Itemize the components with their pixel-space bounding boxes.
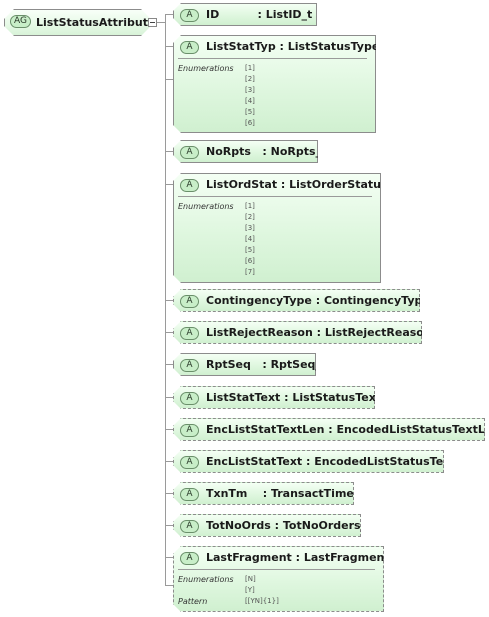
attribute-label: RptSeq : RptSeq_t (206, 358, 327, 371)
enumeration-value: [4] (245, 235, 255, 243)
attribute-badge: A (180, 392, 199, 405)
pattern-label: Pattern (178, 597, 208, 606)
enumeration-value: [2] (245, 213, 255, 221)
attribute-node[interactable]: A ListStatTyp : ListStatusType_t Enumera… (173, 35, 376, 133)
attribute-node[interactable]: A RptSeq : RptSeq_t (173, 353, 316, 376)
connector-branch (165, 461, 173, 462)
attribute-label: ListStatText : ListStatusText_t (206, 391, 392, 404)
attribute-label: NoRpts : NoRpts_t (206, 145, 327, 158)
attribute-badge: A (180, 552, 199, 565)
attribute-badge: A (180, 520, 199, 533)
enumeration-value: [Y] (245, 586, 255, 594)
attribute-node[interactable]: A LastFragment : LastFragment_t Enumerat… (173, 546, 384, 612)
enumeration-value: [3] (245, 86, 255, 94)
attribute-node[interactable]: A ListStatText : ListStatusText_t (173, 386, 375, 409)
separator (178, 569, 375, 570)
enumeration-values: [1] [2] [3] [4] [5] [6] [7] (245, 201, 255, 278)
enumeration-value: [6] (245, 257, 255, 265)
separator (178, 58, 367, 59)
attribute-node[interactable]: A ContingencyType : ContingencyType_t (173, 289, 420, 312)
attribute-label: ListRejectReason : ListRejectReason_t (206, 326, 443, 339)
separator (178, 196, 372, 197)
attribute-node[interactable]: A ListRejectReason : ListRejectReason_t (173, 321, 422, 344)
enumerations-label: Enumerations (178, 575, 234, 584)
connector-trunk (165, 14, 166, 585)
enumeration-value: [5] (245, 246, 255, 254)
connector-branch (165, 184, 173, 185)
attribute-badge: A (180, 9, 199, 22)
attribute-label: ContingencyType : ContingencyType_t (206, 294, 441, 307)
enumeration-value: [6] (245, 119, 255, 127)
attribute-badge: A (180, 424, 199, 437)
attribute-badge: A (180, 41, 199, 54)
attribute-label: ListOrdStat : ListOrderStatus_t (206, 178, 399, 191)
attribute-node[interactable]: A NoRpts : NoRpts_t (173, 140, 318, 163)
attribute-node[interactable]: A EncListStatText : EncodedListStatusTex… (173, 450, 444, 473)
enumeration-values: [1] [2] [3] [4] [5] [6] (245, 63, 255, 129)
attribute-badge: A (180, 456, 199, 469)
enumerations-label: Enumerations (178, 202, 234, 211)
connector-branch (165, 557, 173, 558)
attribute-badge: A (180, 488, 199, 501)
collapse-icon[interactable] (148, 18, 157, 27)
enumeration-value: [4] (245, 97, 255, 105)
attribute-node[interactable]: A ID : ListID_t (173, 3, 317, 26)
enumeration-value: [3] (245, 224, 255, 232)
connector-branch (165, 364, 173, 365)
enumeration-value: [5] (245, 108, 255, 116)
attribute-group-name: ListStatusAttributes (36, 16, 163, 29)
connector-branch (165, 493, 173, 494)
enumeration-value: [2] (245, 75, 255, 83)
attribute-badge: A (180, 359, 199, 372)
connector-branch (165, 525, 173, 526)
connector-branch (165, 46, 173, 47)
attribute-label: ID : ListID_t (206, 8, 313, 21)
attribute-node[interactable]: A TxnTm : TransactTime_t (173, 482, 354, 505)
attribute-node[interactable]: A ListOrdStat : ListOrderStatus_t Enumer… (173, 173, 381, 283)
connector-branch (165, 79, 173, 80)
attribute-node[interactable]: A EncListStatTextLen : EncodedListStatus… (173, 418, 485, 441)
attribute-badge: A (180, 179, 199, 192)
attribute-badge: A (180, 295, 199, 308)
enumeration-value: [1] (245, 202, 255, 210)
connector-branch (165, 14, 173, 15)
attribute-label: EncListStatText : EncodedListStatusText_… (206, 455, 467, 468)
connector-branch (165, 429, 173, 430)
connector-root (155, 22, 165, 23)
connector-branch (165, 397, 173, 398)
enumerations-label: Enumerations (178, 64, 234, 73)
enumeration-value: [7] (245, 268, 255, 276)
attribute-label: TxnTm : TransactTime_t (206, 487, 365, 500)
attribute-group-badge: AG (10, 15, 31, 28)
attribute-label: LastFragment : LastFragment_t (206, 551, 401, 564)
attribute-label: ListStatTyp : ListStatusType_t (206, 40, 391, 53)
pattern-value: [[YN]{1}] (245, 597, 279, 605)
attribute-badge: A (180, 327, 199, 340)
attribute-group-node[interactable]: AG ListStatusAttributes (4, 9, 151, 36)
connector-branch (165, 300, 173, 301)
attribute-node[interactable]: A TotNoOrds : TotNoOrders_t (173, 514, 361, 537)
attribute-label: EncListStatTextLen : EncodedListStatusTe… (206, 423, 489, 436)
connector-branch (165, 332, 173, 333)
enumeration-value: [N] (245, 575, 256, 583)
connector-branch (165, 585, 173, 586)
attribute-badge: A (180, 146, 199, 159)
enumeration-values: [N] [Y] (245, 574, 256, 596)
enumeration-value: [1] (245, 64, 255, 72)
attribute-label: TotNoOrds : TotNoOrders_t (206, 519, 372, 532)
connector-branch (165, 151, 173, 152)
